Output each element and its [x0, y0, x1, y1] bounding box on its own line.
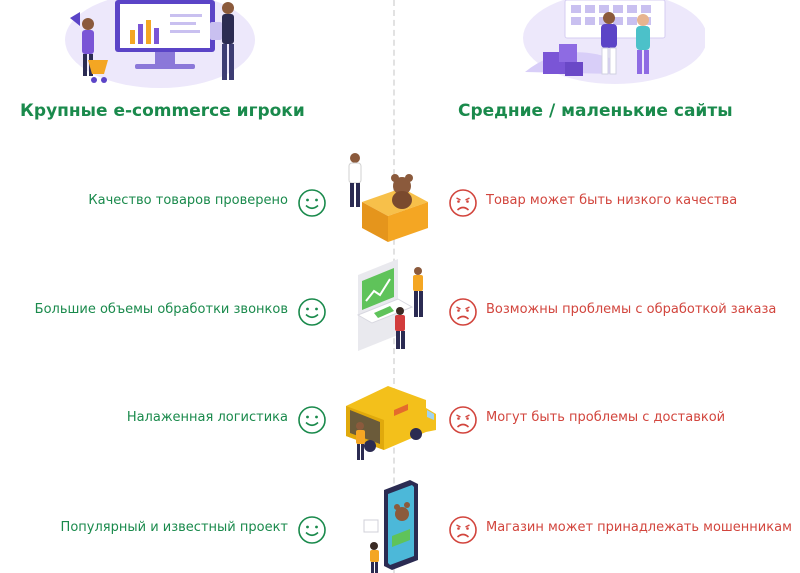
frown-icon: [449, 516, 477, 544]
comparison-row: Качество товаров проверено Товар может б…: [0, 183, 800, 223]
smile-icon: [298, 406, 326, 434]
comparison-row: Большие объемы обработки звонков Возможн…: [0, 292, 800, 332]
comparison-row: Популярный и известный проект Магазин мо…: [0, 510, 800, 550]
smartphone-shop-illustration: [363, 480, 418, 573]
small-shop-calendar-illustration: [523, 0, 705, 84]
con-text: Возможны проблемы с обработкой заказа: [486, 302, 777, 317]
call-center-terminal-illustration: [356, 259, 423, 351]
con-text: Могут быть проблемы с доставкой: [486, 410, 726, 425]
smile-icon: [298, 516, 326, 544]
frown-icon: [449, 189, 477, 217]
left-column-title: Крупные e-commerce игроки: [20, 101, 305, 121]
con-text: Магазин может принадлежать мошенникам: [486, 520, 792, 535]
pro-text: Качество товаров проверено: [88, 193, 288, 208]
ecommerce-dashboard-illustration: [65, 0, 255, 88]
con-text: Товар может быть низкого качества: [486, 193, 738, 208]
right-column-title: Средние / маленькие сайты: [458, 101, 733, 121]
frown-icon: [449, 406, 477, 434]
smile-icon: [298, 298, 326, 326]
smile-icon: [298, 189, 326, 217]
box-with-teddy-bear-illustration: [348, 153, 428, 242]
pro-text: Популярный и известный проект: [60, 520, 288, 535]
delivery-van-illustration: [346, 386, 436, 460]
pro-text: Большие объемы обработки звонков: [34, 302, 288, 317]
pro-text: Налаженная логистика: [126, 410, 288, 425]
frown-icon: [449, 298, 477, 326]
comparison-row: Налаженная логистика Могут быть проблемы…: [0, 400, 800, 440]
